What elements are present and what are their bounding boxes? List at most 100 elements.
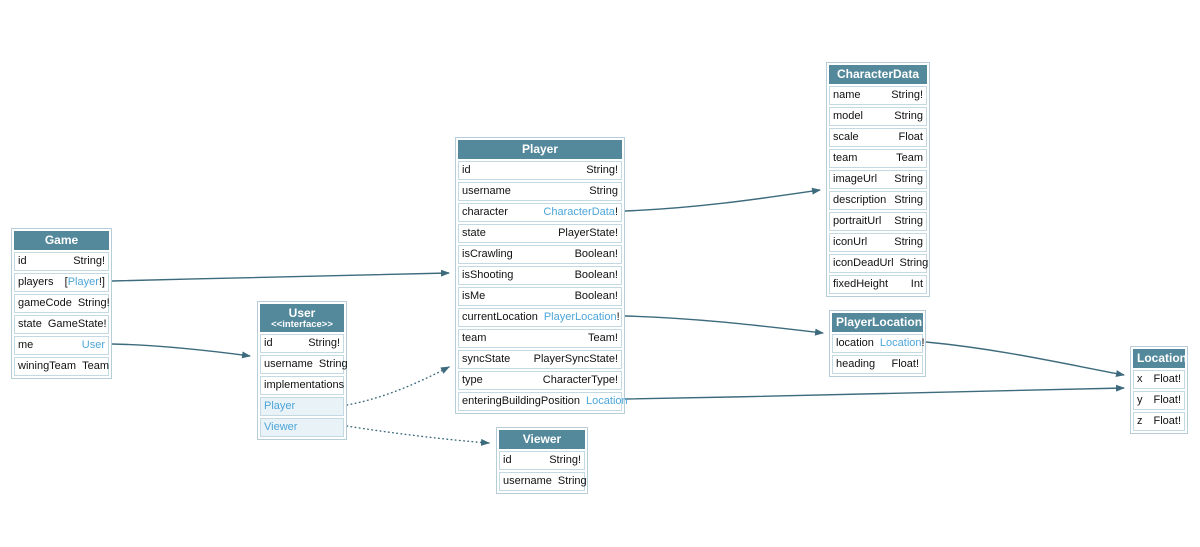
field-type: Team: [82, 359, 109, 374]
field-name: gameCode: [18, 297, 72, 309]
field-type: Boolean!: [575, 289, 618, 304]
field-name: syncState: [462, 353, 511, 365]
node-header[interactable]: Game: [14, 231, 109, 250]
edge-game-me-to-user[interactable]: [111, 343, 251, 359]
field-type: String!: [586, 163, 618, 178]
field-type: String!: [78, 296, 110, 311]
edge-game-players-to-player[interactable]: [111, 269, 450, 282]
field-row[interactable]: id String!: [458, 161, 622, 180]
type-wrap-prefix: [: [64, 276, 68, 288]
field-name: team: [833, 152, 858, 164]
field-name: location: [836, 337, 874, 349]
type-scalar: CharacterType!: [542, 374, 618, 386]
implementation-row[interactable]: Player: [260, 397, 344, 416]
field-name: username: [503, 475, 552, 487]
node-header[interactable]: Player: [458, 140, 622, 159]
implementation-type-link: Player: [264, 400, 296, 412]
field-row[interactable]: username String: [499, 472, 587, 491]
edge-player-enteringbuildingposition-to-location[interactable]: [624, 384, 1125, 400]
field-name: id: [462, 164, 471, 176]
node-header[interactable]: CharacterData: [829, 65, 927, 84]
node-header[interactable]: Location: [1133, 349, 1187, 368]
edge-player-character-to-characterdata[interactable]: [624, 187, 821, 212]
type-wrap-suffix: !]: [98, 276, 105, 288]
field-type: Float: [899, 130, 923, 145]
field-type: GameState!: [48, 317, 107, 332]
node-header[interactable]: User<<interface>>: [260, 304, 344, 332]
edge-playerlocation-location-to-location[interactable]: [925, 341, 1125, 377]
node-title: Viewer: [522, 432, 562, 446]
field-name: winingTeam: [18, 360, 77, 372]
field-row[interactable]: winingTeam Team: [14, 357, 109, 376]
node-header[interactable]: Viewer: [499, 430, 585, 449]
type-scalar: Team: [82, 360, 109, 372]
field-name: fixedHeight: [833, 278, 889, 290]
field-type: [Player!]: [65, 275, 105, 290]
node-title: CharacterData: [836, 67, 920, 81]
field-name: enteringBuildingPosition: [462, 395, 581, 407]
node-title: User: [288, 306, 316, 320]
edge-user-viewer-implementation[interactable]: [346, 425, 490, 446]
field-row[interactable]: players[Player!]: [14, 273, 109, 292]
field-row[interactable]: team Team: [829, 149, 927, 168]
field-name: name: [833, 89, 861, 101]
type-wrap-suffix: !: [614, 206, 618, 218]
field-row[interactable]: syncState PlayerSyncState!: [458, 350, 622, 369]
type-scalar: String: [557, 475, 587, 487]
node-header[interactable]: PlayerLocation: [832, 313, 923, 332]
edge-player-currentlocation-to-playerlocation[interactable]: [624, 315, 824, 336]
section-label: implementations: [264, 379, 345, 391]
type-wrap-suffix: !: [616, 311, 620, 323]
type-scalar: String!: [586, 164, 618, 176]
field-type: PlayerState!: [558, 226, 618, 241]
node-title: Game: [44, 233, 79, 247]
field-row[interactable]: gameCode String!: [14, 294, 110, 313]
field-type: String: [900, 256, 929, 271]
type-scalar: PlayerSyncState!: [533, 353, 618, 365]
field-type: PlayerLocation!: [544, 310, 620, 325]
field-type: Team: [896, 151, 923, 166]
field-name: team: [462, 332, 487, 344]
implementation-row[interactable]: Viewer: [260, 418, 344, 437]
edge-user-player-implementation[interactable]: [346, 366, 450, 406]
field-type: String: [894, 214, 923, 229]
